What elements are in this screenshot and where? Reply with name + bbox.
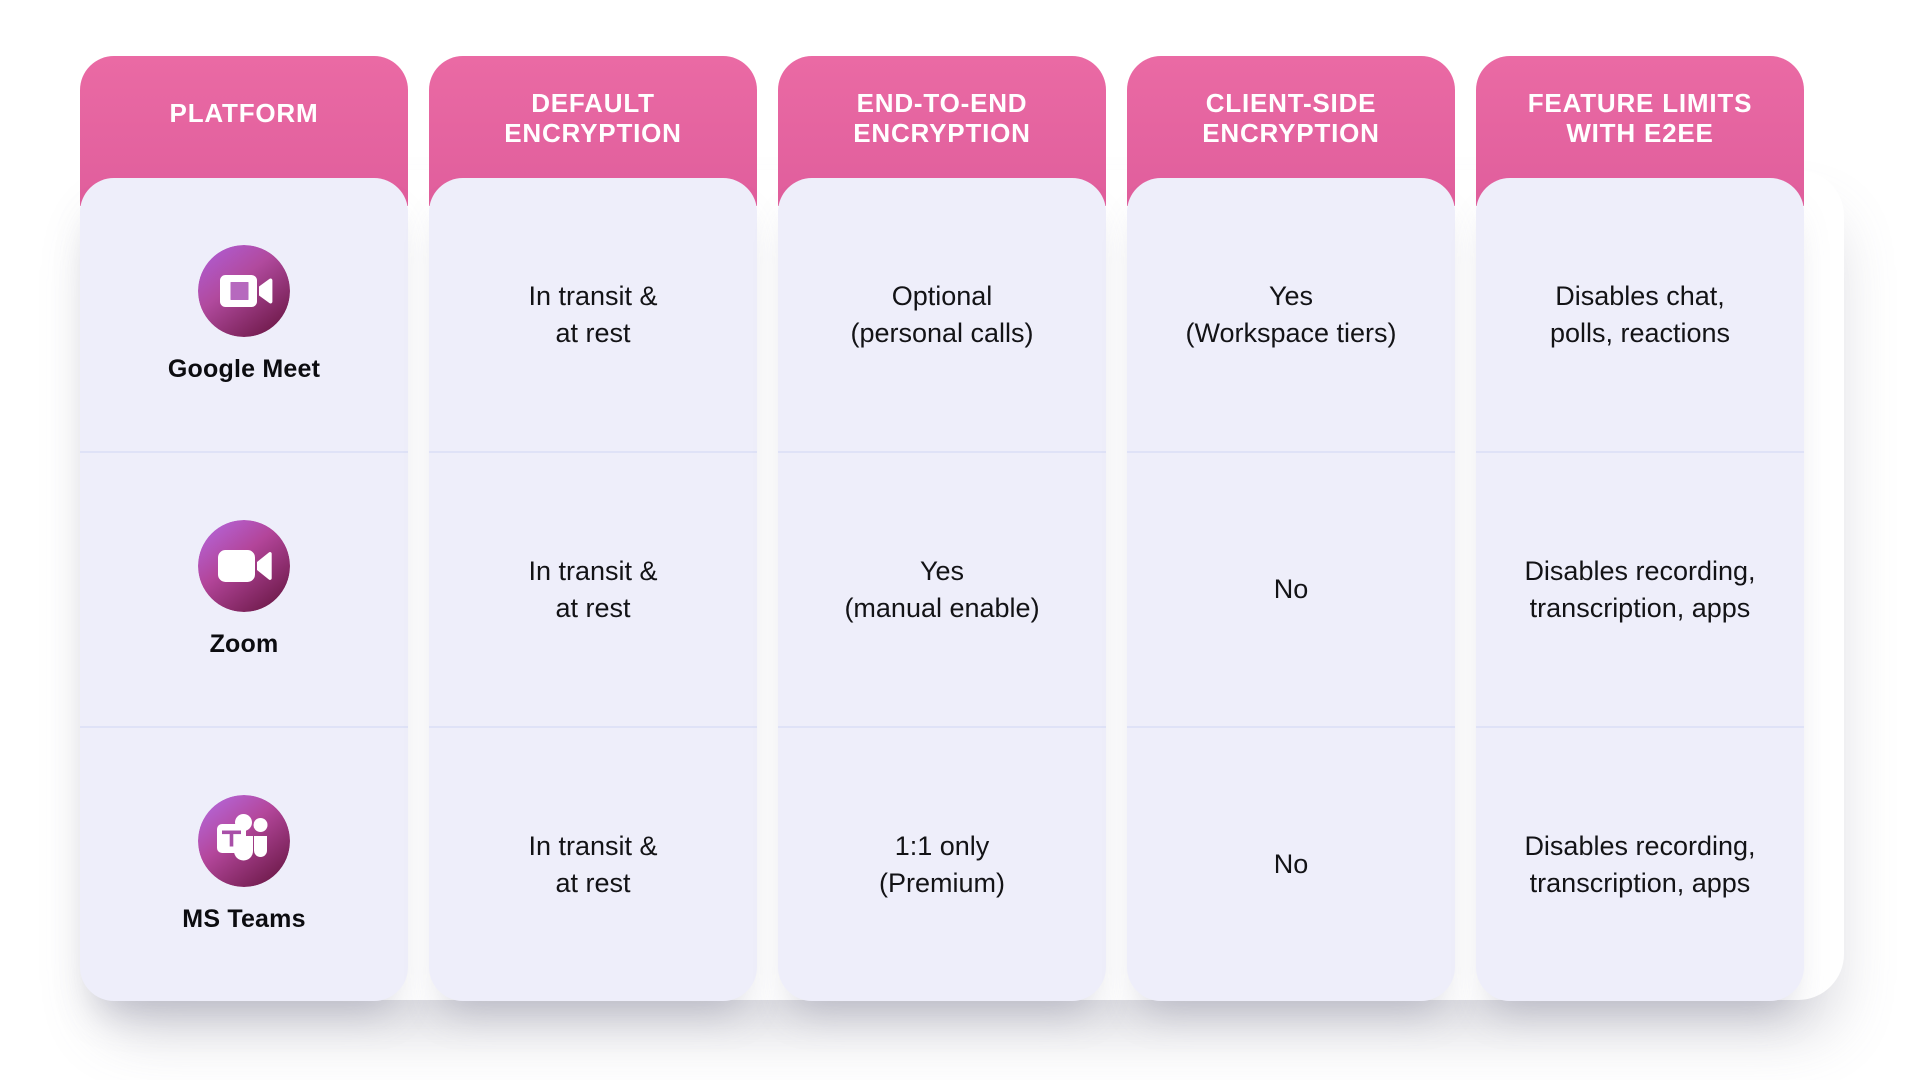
table-cell-default-google-meet: In transit & at rest [429,178,757,453]
cell-value: In transit & at rest [528,555,658,623]
cell-value: Optional (personal calls) [850,280,1034,348]
platform-name-label: Zoom [209,630,279,658]
table-cell-default-ms-teams: In transit & at rest [429,728,757,1001]
table-cell-clientside-ms-teams: No [1127,728,1455,1001]
table-cell-platform-ms-teams: MS Teams [80,728,408,1001]
google-meet-logo [198,245,290,337]
column-default-encryption: DEFAULT ENCRYPTION In transit & at rest … [429,56,757,1001]
cell-value: In transit & at rest [528,830,658,898]
table-cell-default-zoom: In transit & at rest [429,453,757,728]
column-body-default-encryption: In transit & at rest In transit & at res… [429,178,757,1001]
column-body-end-to-end-encryption: Optional (personal calls) Yes (manual en… [778,178,1106,1001]
cell-value: Disables chat, polls, reactions [1549,280,1731,348]
cell-value: Yes (Workspace tiers) [1185,280,1397,348]
table-cell-limits-google-meet: Disables chat, polls, reactions [1476,178,1804,453]
table-cell-platform-google-meet: Google Meet [80,178,408,453]
zoom-logo [198,520,290,612]
table-cell-e2ee-zoom: Yes (manual enable) [778,453,1106,728]
column-header-label: CLIENT-SIDE ENCRYPTION [1202,87,1380,148]
column-client-side-encryption: CLIENT-SIDE ENCRYPTION Yes (Workspace ti… [1127,56,1455,1001]
column-header-label: FEATURE LIMITS WITH E2EE [1527,87,1753,148]
cell-value: No [1273,849,1309,880]
cell-value: No [1273,574,1309,605]
column-header-label: END-TO-END ENCRYPTION [853,87,1031,148]
platform-name-label: MS Teams [182,905,306,933]
ms-teams-logo [198,795,290,887]
platform-name-label: Google Meet [167,355,321,383]
comparison-table: PLATFORM [80,56,1856,1001]
cell-value: Yes (manual enable) [844,555,1040,623]
column-body-client-side-encryption: Yes (Workspace tiers) No No [1127,178,1455,1001]
cell-value: In transit & at rest [528,280,658,348]
cell-value: Disables recording, transcription, apps [1524,830,1756,898]
column-feature-limits-with-e2ee: FEATURE LIMITS WITH E2EE Disables chat, … [1476,56,1804,1001]
cell-value: Disables recording, transcription, apps [1524,555,1756,623]
table-cell-clientside-zoom: No [1127,453,1455,728]
table-cell-platform-zoom: Zoom [80,453,408,728]
column-platform: PLATFORM [80,56,408,1001]
table-cell-e2ee-google-meet: Optional (personal calls) [778,178,1106,453]
column-body-platform: Google Meet [80,178,408,1001]
column-body-feature-limits-with-e2ee: Disables chat, polls, reactions Disables… [1476,178,1804,1001]
column-header-label: PLATFORM [169,97,319,128]
table-cell-limits-ms-teams: Disables recording, transcription, apps [1476,728,1804,1001]
cell-value: 1:1 only (Premium) [879,830,1005,898]
table-cell-e2ee-ms-teams: 1:1 only (Premium) [778,728,1106,1001]
table-cell-clientside-google-meet: Yes (Workspace tiers) [1127,178,1455,453]
column-end-to-end-encryption: END-TO-END ENCRYPTION Optional (personal… [778,56,1106,1001]
column-header-label: DEFAULT ENCRYPTION [504,87,682,148]
table-cell-limits-zoom: Disables recording, transcription, apps [1476,453,1804,728]
